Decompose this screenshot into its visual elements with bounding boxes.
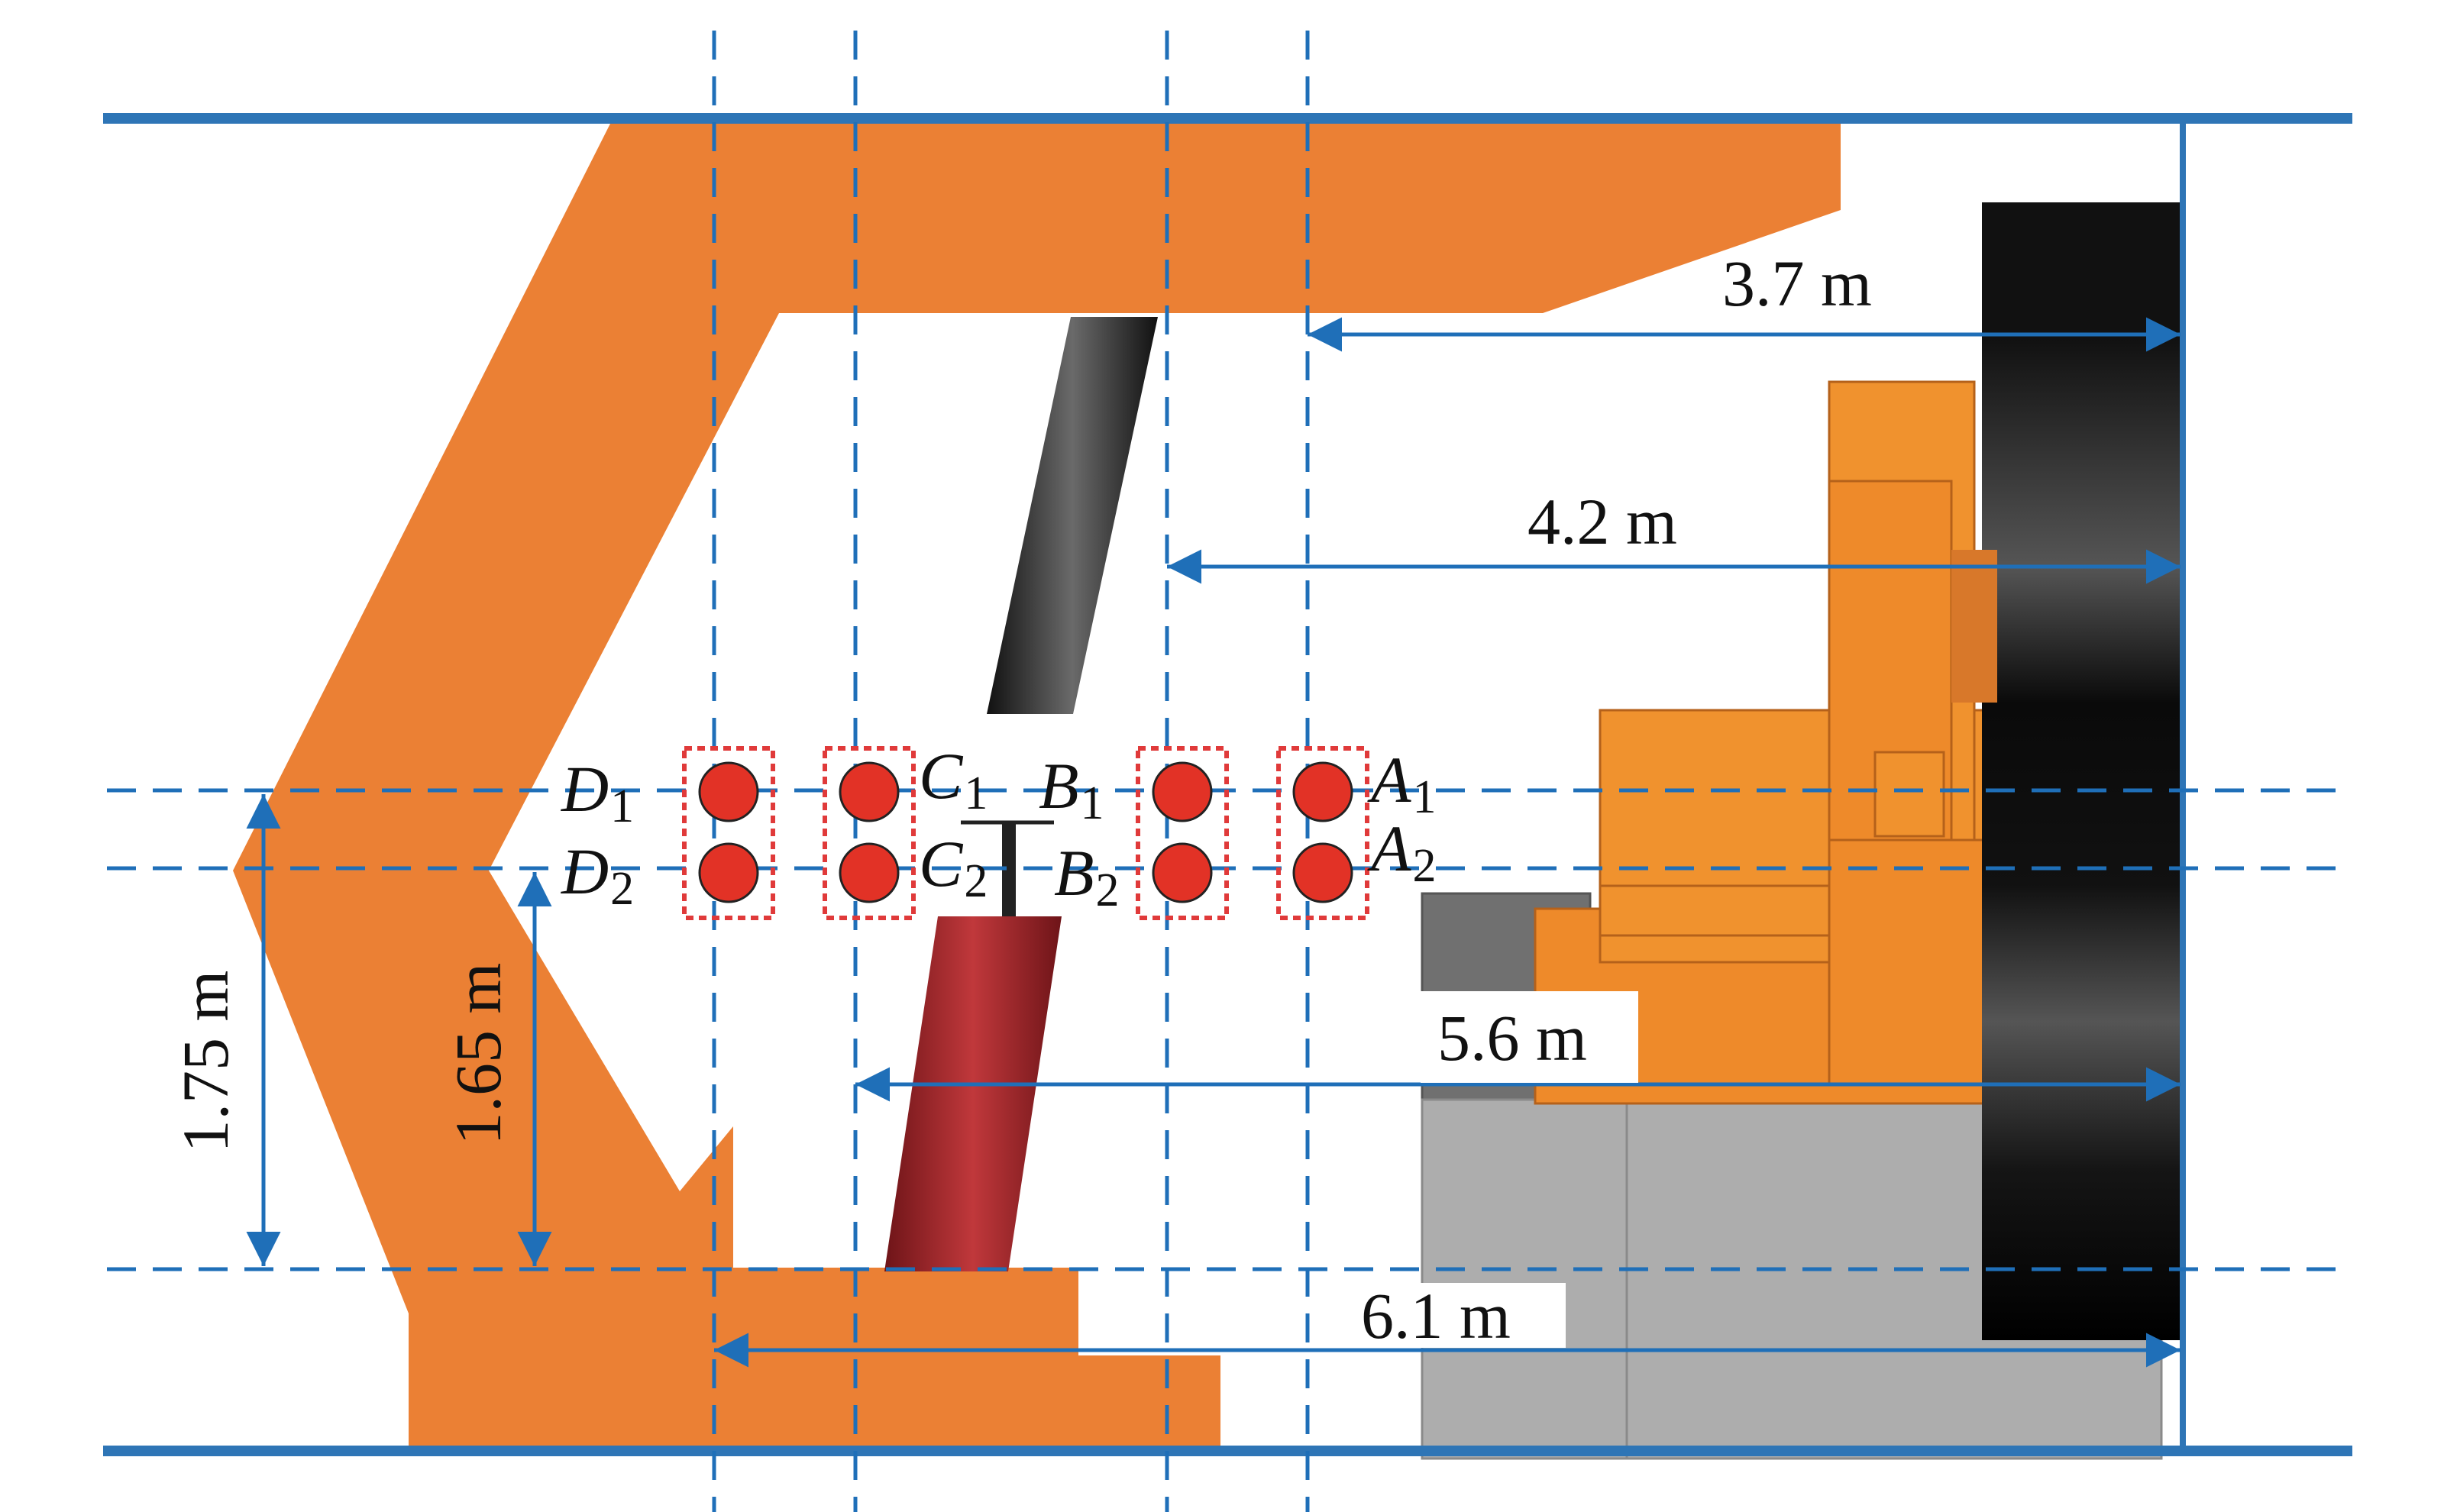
column-lower-stage <box>884 916 1062 1271</box>
label-3-7m: 3.7 m <box>1722 247 1872 320</box>
label-C2: C2 <box>919 827 988 907</box>
label-6-1m: 6.1 m <box>1361 1279 1511 1352</box>
sensor-group-D <box>682 746 775 920</box>
label-D2: D2 <box>561 835 634 915</box>
shearer-drum <box>1982 202 2181 1340</box>
column-upper-stage <box>987 317 1158 714</box>
sensor-B1 <box>1152 761 1213 822</box>
label-1-65m: 1.65 m <box>441 963 515 1145</box>
label-B2: B2 <box>1054 836 1120 916</box>
label-5-6m: 5.6 m <box>1437 1001 1587 1074</box>
sensor-points <box>682 746 1369 920</box>
sensor-C1 <box>839 761 900 822</box>
sensor-group-A <box>1276 746 1369 920</box>
support-canopy-and-shield <box>233 122 1841 1447</box>
sensor-group-C <box>823 746 916 920</box>
label-B1: B1 <box>1039 749 1104 829</box>
sensor-A2 <box>1292 842 1353 903</box>
sensor-D1 <box>698 761 759 822</box>
sensor-C2 <box>839 842 900 903</box>
label-1-75m: 1.75 m <box>169 971 242 1153</box>
dimension-arrows <box>246 317 2181 1368</box>
sensor-B2 <box>1152 842 1213 903</box>
sensor-group-B <box>1136 746 1229 920</box>
label-D1: D1 <box>561 752 634 832</box>
label-4-2m: 4.2 m <box>1528 485 1677 558</box>
label-bg-6-1m <box>1352 1283 1566 1348</box>
label-C1: C1 <box>919 739 988 819</box>
label-A2: A2 <box>1367 812 1437 892</box>
label-bg-5-6m <box>1421 991 1638 1083</box>
sensor-D2 <box>698 842 759 903</box>
sensor-A1 <box>1292 761 1353 822</box>
hydraulic-support <box>233 122 1841 1447</box>
label-A1: A1 <box>1367 743 1437 823</box>
